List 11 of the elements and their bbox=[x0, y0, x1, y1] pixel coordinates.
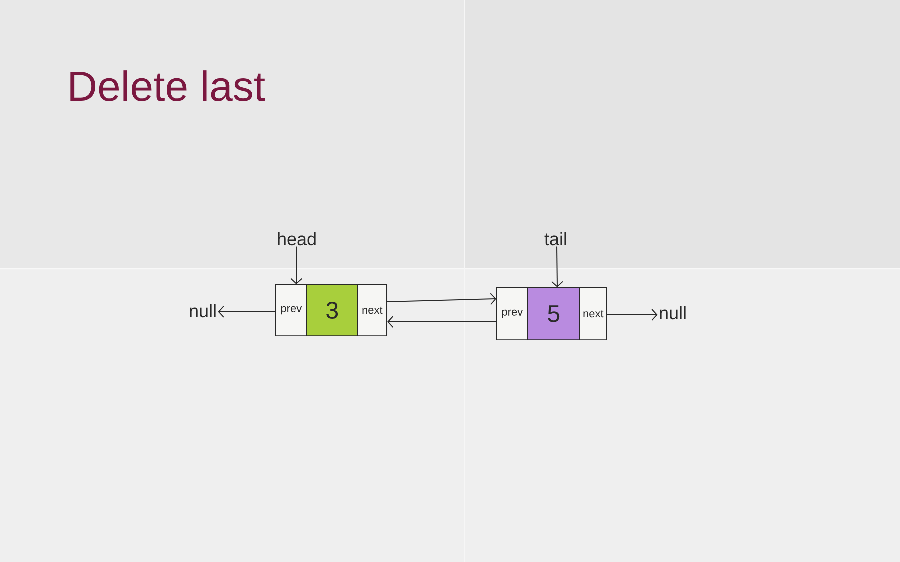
arrow bbox=[606, 309, 658, 321]
arrow bbox=[388, 316, 497, 328]
arrow bbox=[218, 306, 276, 318]
title: Delete last bbox=[70, 70, 266, 102]
pointer-label: head bbox=[278, 232, 316, 246]
null-label: null bbox=[190, 304, 216, 318]
arrow bbox=[290, 246, 303, 284]
null-label: null bbox=[660, 306, 686, 320]
arrow bbox=[386, 293, 496, 306]
pointer-label: tail bbox=[544, 232, 566, 246]
arrow bbox=[551, 246, 564, 288]
